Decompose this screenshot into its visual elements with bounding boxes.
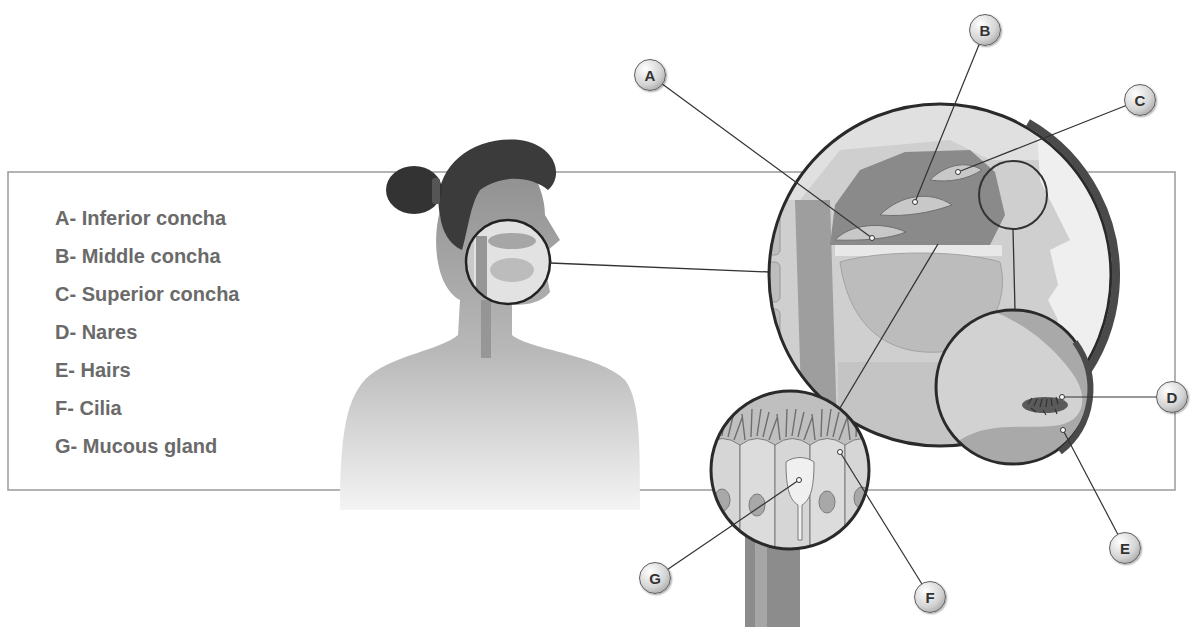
zoom-ring (711, 391, 869, 549)
cell (810, 439, 845, 561)
nucleus (819, 491, 835, 513)
tongue (490, 258, 534, 282)
vertebra (728, 262, 780, 302)
leader-lines (650, 30, 1172, 597)
callout-circle: D (1156, 381, 1188, 413)
vertebra (728, 356, 780, 396)
hair-bun (386, 166, 442, 214)
hair-strokes (1028, 397, 1058, 415)
leader-dot (870, 236, 875, 241)
pharynx (476, 236, 487, 316)
callout-letter: B (980, 22, 991, 39)
leader-line (840, 452, 930, 597)
zoom-ring (936, 310, 1090, 464)
nose-hairs (1028, 397, 1058, 415)
leader-line (650, 75, 872, 238)
part-label: F- Cilia (55, 396, 122, 420)
cilia-strokes (742, 409, 777, 440)
zoom-ring (466, 220, 550, 304)
leader-dot (1061, 428, 1066, 433)
part-label: G- Mucous gland (55, 434, 217, 458)
woman-silhouette (340, 140, 640, 510)
zoom-line (1013, 229, 1015, 310)
part-label: C- Superior concha (55, 282, 239, 306)
zoom-line (550, 263, 769, 272)
head-zoom-circle (462, 220, 550, 316)
callout-circle: G (639, 562, 671, 594)
body-shape (340, 159, 640, 510)
detail-ring (979, 161, 1047, 229)
spine (462, 220, 474, 310)
part-label: D- Nares (55, 320, 137, 344)
leader-line (1063, 430, 1125, 548)
callout-circle: A (634, 59, 666, 91)
inferior-concha (835, 225, 906, 240)
leader-dot (797, 478, 802, 483)
part-label: A- Inferior concha (55, 206, 226, 230)
cilia-zoom-circle (705, 391, 882, 560)
nasal-cavity (488, 233, 536, 249)
leader-line (958, 100, 1140, 172)
callout-letter: A (645, 67, 656, 84)
leader-dots (797, 170, 1066, 483)
hair-tie (432, 178, 440, 204)
callout-circle: E (1109, 532, 1141, 564)
callout-letter: C (1135, 92, 1146, 109)
cilia-strokes (777, 409, 812, 440)
callout-circle: F (914, 581, 946, 613)
callout-letter: D (1167, 389, 1178, 406)
leader-dot (838, 450, 843, 455)
leader-line (655, 480, 799, 578)
callout-letter: F (925, 589, 934, 606)
leader-dot (1060, 395, 1065, 400)
nose-zoom-circle (935, 300, 1090, 480)
callout-letter: G (649, 570, 661, 587)
cilia-strokes (812, 409, 847, 440)
callout-letter: E (1120, 540, 1130, 557)
vertebra (728, 309, 780, 349)
trachea (481, 300, 491, 358)
mucous-gland (786, 458, 814, 541)
callout-circle: C (1124, 84, 1156, 116)
epithelium (705, 409, 882, 560)
leader-dot (913, 200, 918, 205)
callout-circle: B (969, 14, 1001, 46)
leader-line (915, 30, 985, 202)
cell (705, 439, 740, 561)
part-label: B- Middle concha (55, 244, 221, 268)
part-label: E- Hairs (55, 358, 131, 382)
leader-dot (956, 170, 961, 175)
zoom-line (840, 244, 938, 408)
cilia-strokes (847, 409, 882, 440)
superior-concha (930, 165, 982, 181)
